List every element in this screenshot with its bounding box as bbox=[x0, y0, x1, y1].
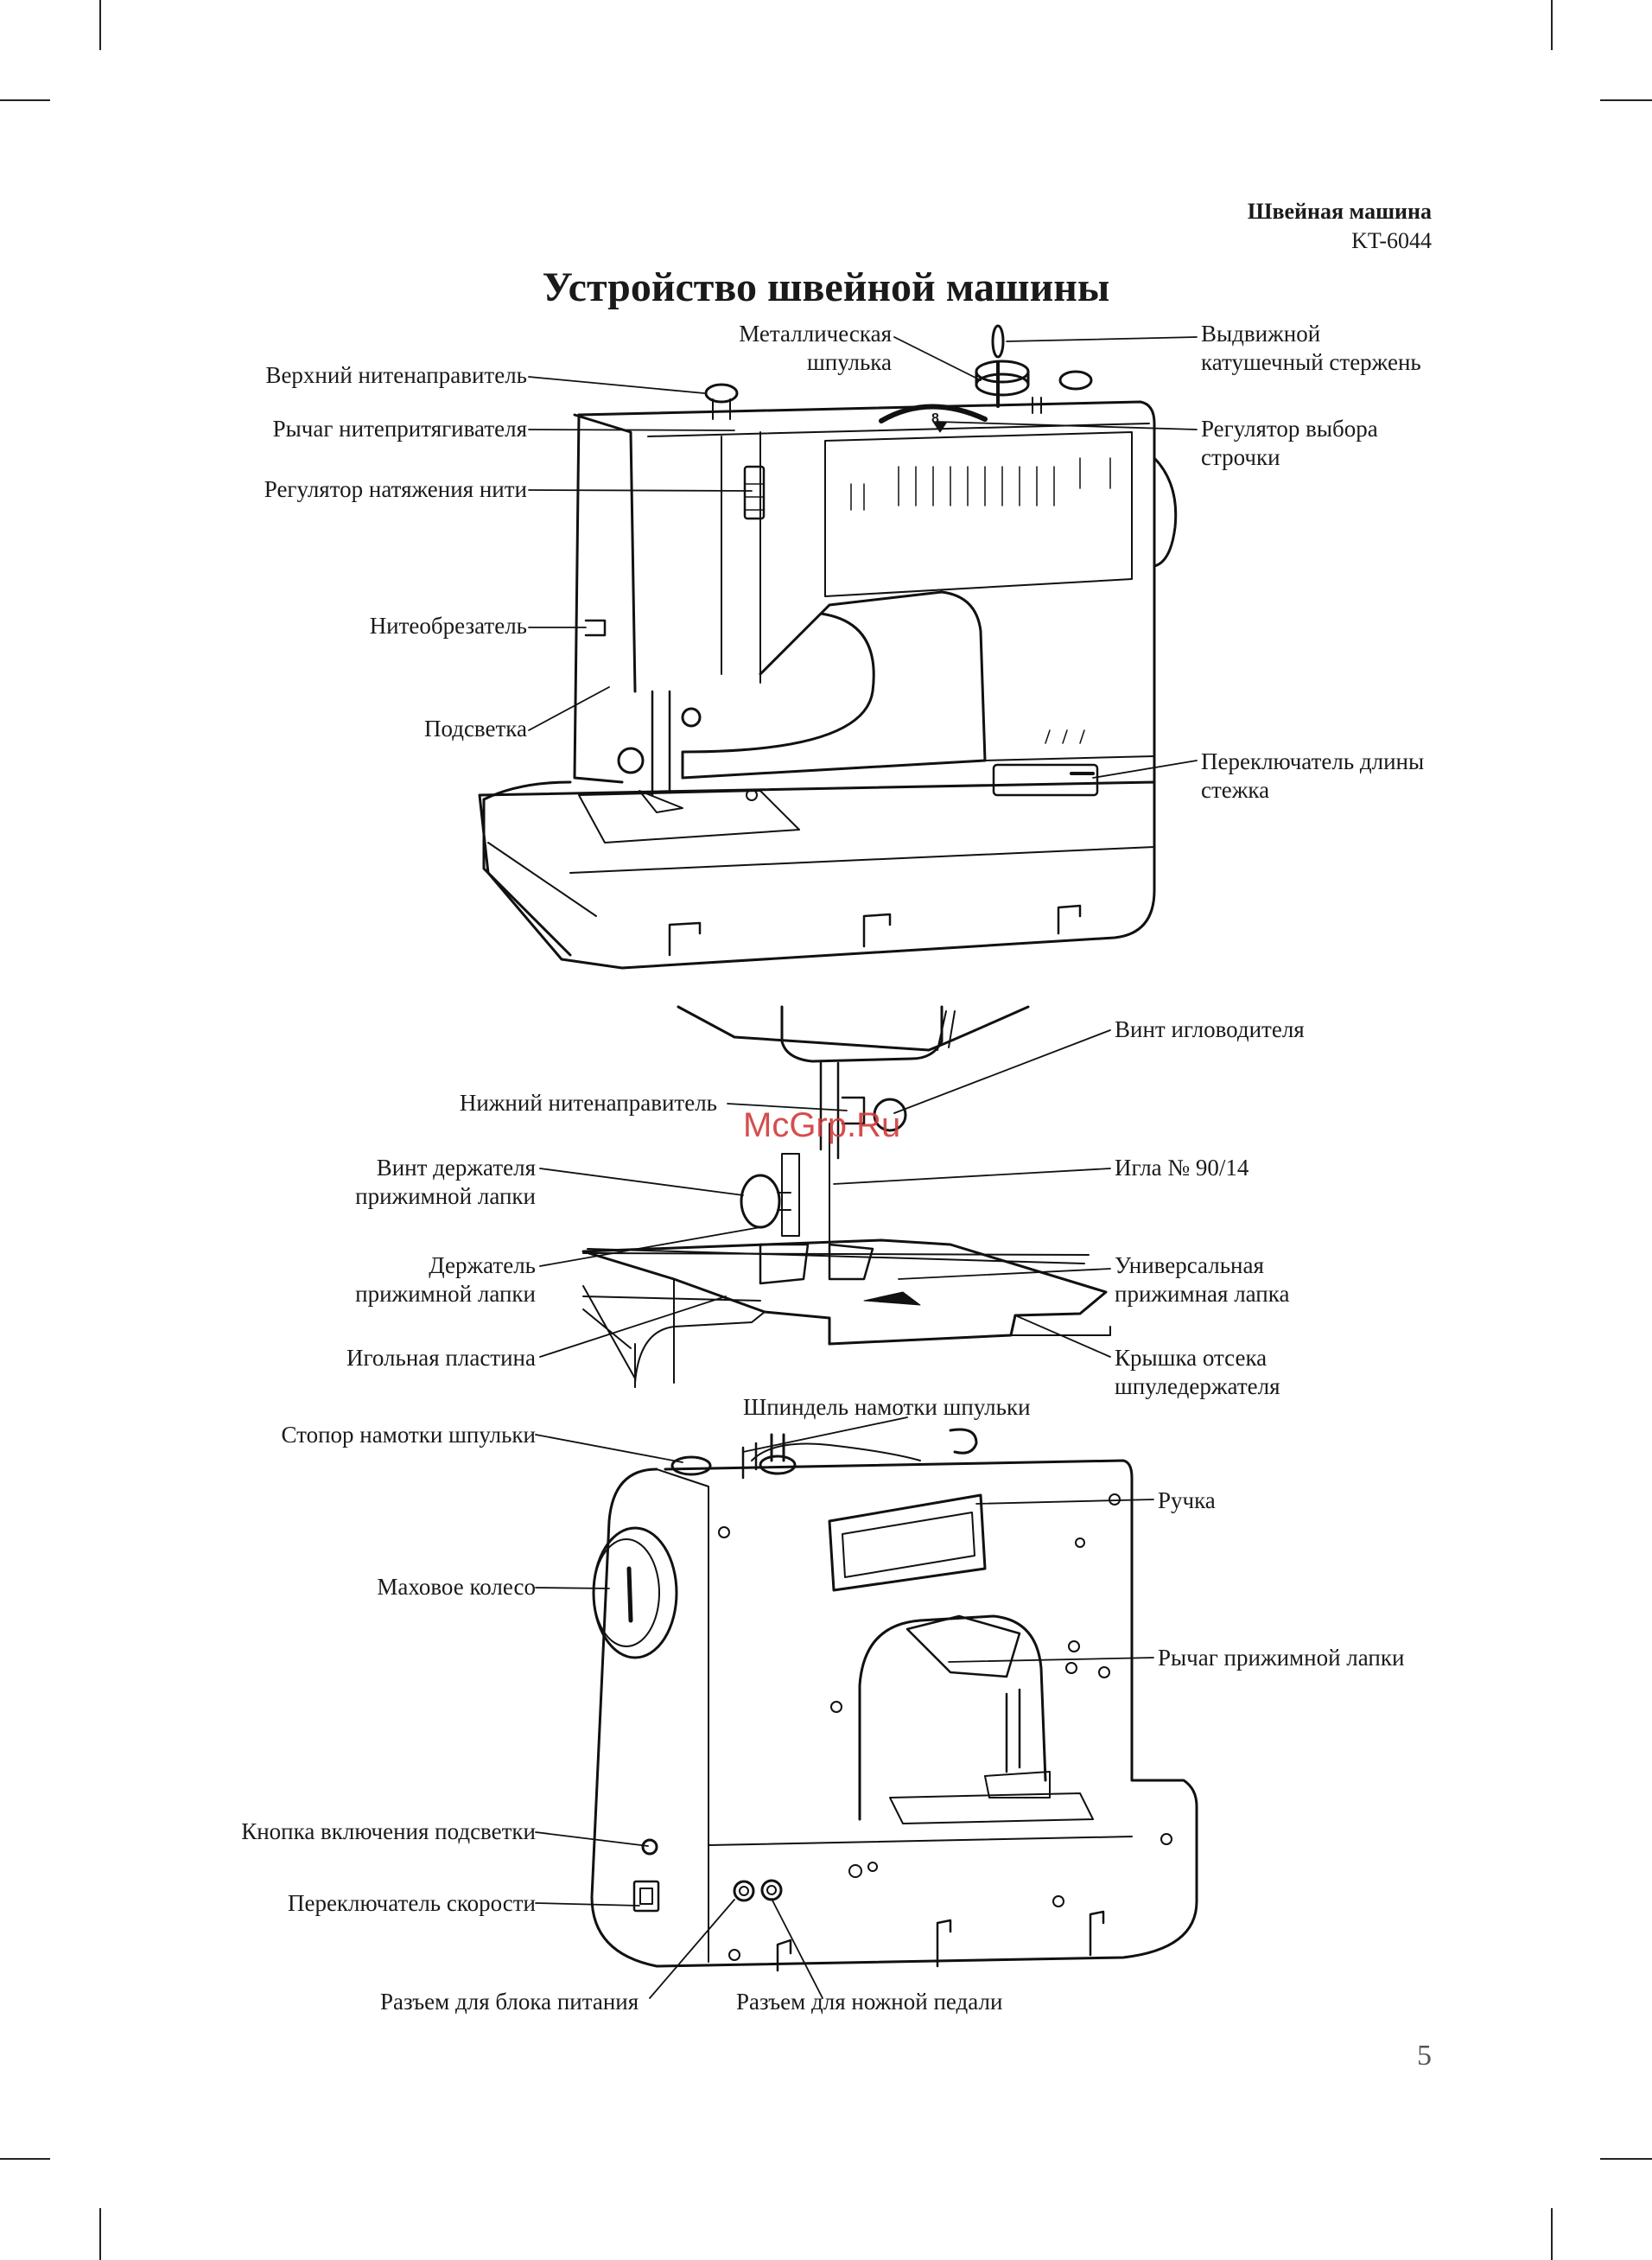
crop-mark bbox=[1600, 99, 1652, 101]
label-takeup-lever: Рычаг нитепритягивателя bbox=[272, 416, 527, 442]
label-needle-clamp-screw: Винт игловодителя bbox=[1115, 1016, 1305, 1042]
label-lower-thread-guide: Нижний нитенаправитель bbox=[459, 1090, 717, 1116]
crop-mark bbox=[99, 0, 101, 50]
label-pedal-socket: Разъем для ножной педали bbox=[736, 1989, 1003, 2015]
rear-view-figure bbox=[590, 1428, 1198, 1972]
label-winder-stop: Стопор намотки шпульки bbox=[281, 1422, 536, 1448]
header-product: Швейная машина bbox=[1247, 199, 1432, 224]
crop-mark bbox=[1551, 0, 1553, 50]
leader-lines bbox=[528, 336, 1198, 1999]
label-thread-tension: Регулятор натяжения нити bbox=[264, 476, 527, 502]
label-light-button: Кнопка включения подсветки bbox=[241, 1818, 536, 1844]
page-number: 5 bbox=[1417, 2040, 1432, 2072]
page-title: Устройство швейной машины bbox=[542, 264, 1110, 310]
pattern-dial-number: 8 bbox=[931, 411, 939, 426]
label-needle: Игла № 90/14 bbox=[1115, 1155, 1249, 1181]
label-light: Подсветка bbox=[423, 716, 527, 742]
label-thread-cutter: Нитеобрезатель bbox=[369, 613, 527, 639]
crop-mark bbox=[0, 2158, 50, 2160]
label-presser-foot-lever: Рычаг прижимной лапки bbox=[1158, 1645, 1405, 1671]
crop-mark bbox=[1600, 2158, 1652, 2160]
label-winder-spindle: Шпиндель намотки шпульки bbox=[743, 1394, 1031, 1420]
front-view-figure bbox=[478, 324, 1178, 970]
label-upper-thread-guide: Верхний нитенаправитель bbox=[265, 362, 527, 388]
label-needle-plate: Игольная пластина bbox=[346, 1345, 536, 1371]
header-model: KT-6044 bbox=[1351, 228, 1432, 253]
needle-area-figure bbox=[581, 1005, 1111, 1388]
watermark: McGrp.Ru bbox=[743, 1106, 901, 1144]
label-handwheel: Маховое колесо bbox=[377, 1574, 536, 1600]
crop-mark bbox=[1551, 2208, 1553, 2260]
crop-mark bbox=[0, 99, 50, 101]
label-handle: Ручка bbox=[1158, 1487, 1216, 1513]
label-power-socket: Разъем для блока питания bbox=[380, 1989, 639, 2015]
label-speed-switch: Переключатель скорости bbox=[287, 1890, 536, 1916]
crop-mark bbox=[99, 2208, 101, 2260]
